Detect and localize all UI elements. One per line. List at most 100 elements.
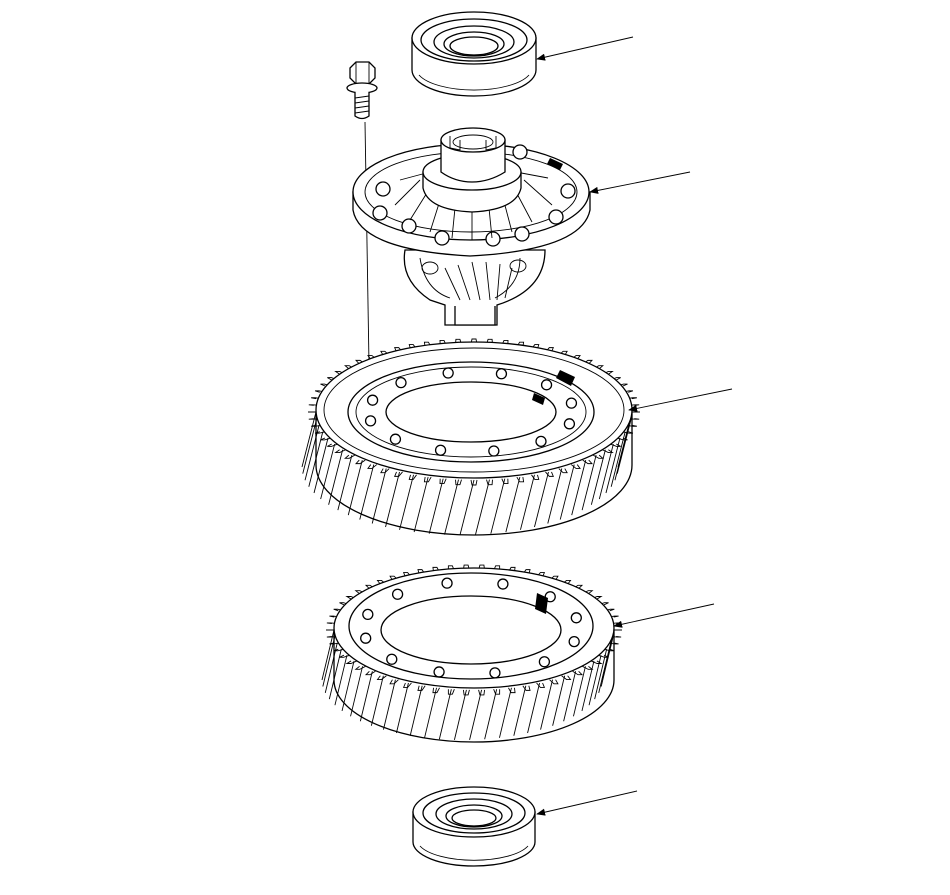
gear-tooth bbox=[370, 675, 384, 726]
gear-tooth bbox=[350, 666, 363, 717]
gear-tooth bbox=[484, 689, 498, 740]
gear-tooth bbox=[334, 655, 348, 706]
gear-tooth-tip bbox=[572, 670, 584, 676]
gear-tooth bbox=[600, 636, 614, 687]
gear-tooth-tip bbox=[334, 449, 346, 454]
gear-tooth bbox=[520, 474, 535, 530]
gear-tooth bbox=[605, 437, 621, 494]
gear-tooth-tip bbox=[380, 468, 390, 474]
gear-tooth bbox=[527, 682, 541, 734]
gear-tooth bbox=[581, 455, 597, 511]
gear-tooth bbox=[328, 449, 344, 505]
gear-tooth bbox=[616, 418, 632, 474]
gear-tooth bbox=[301, 411, 317, 468]
gear-tooth-tip bbox=[320, 437, 332, 441]
gear-tooth-tip bbox=[536, 682, 546, 688]
gear-tooth bbox=[371, 468, 387, 524]
differential-carrier bbox=[352, 127, 591, 326]
gear-tooth bbox=[424, 687, 437, 738]
gear-tooth-tip bbox=[432, 687, 440, 694]
bolt-hole bbox=[362, 608, 374, 621]
gear-tooth-tip bbox=[478, 689, 486, 696]
gear-tooth-tip bbox=[501, 478, 509, 485]
bolt-hole bbox=[360, 632, 372, 644]
bolt-hole bbox=[488, 445, 500, 457]
final-driven-gear bbox=[301, 338, 640, 536]
leader-arrow-lower-bearing bbox=[536, 790, 638, 816]
gear-tooth bbox=[499, 687, 512, 738]
gear-tooth-tip bbox=[394, 471, 403, 477]
gear-tooth-tip bbox=[455, 479, 462, 486]
gear-tooth bbox=[359, 671, 373, 722]
gear-tooth-tip bbox=[590, 660, 603, 664]
bolt-hole bbox=[366, 394, 379, 406]
gear-tooth-tip bbox=[376, 675, 387, 680]
gear-tooth-tip bbox=[439, 478, 447, 485]
gear-tooth bbox=[573, 666, 586, 717]
gear-tooth-tip bbox=[447, 689, 455, 695]
gear-tooth bbox=[337, 455, 353, 511]
gear-tooth-tip bbox=[561, 675, 572, 680]
gear-tooth-tip bbox=[354, 665, 366, 670]
leader-arrow-carrier bbox=[589, 171, 691, 194]
gear-tooth bbox=[610, 431, 626, 487]
gear-tooth bbox=[540, 679, 554, 730]
gear-tooth-tip bbox=[597, 654, 609, 658]
gear-tooth-tip bbox=[582, 665, 594, 670]
gear-tooth-tip bbox=[592, 454, 604, 459]
gear-tooth bbox=[428, 478, 444, 534]
gear-tooth-tip bbox=[570, 464, 581, 469]
gear-tooth bbox=[341, 660, 355, 712]
gear-tooth-tip bbox=[607, 642, 619, 645]
gear-tooth-tip bbox=[603, 648, 615, 652]
gear-tooth bbox=[438, 689, 452, 740]
gear-tooth bbox=[475, 479, 490, 535]
gear-tooth-tip bbox=[355, 459, 366, 465]
gear-tooth bbox=[385, 471, 400, 528]
gear-tooth-tip bbox=[486, 479, 493, 486]
gear-tooth bbox=[444, 479, 459, 535]
bolt-hole bbox=[568, 635, 580, 648]
gear-tooth-tip bbox=[417, 685, 426, 691]
gear-tooth bbox=[324, 642, 338, 694]
gear-tooth-tip bbox=[367, 464, 378, 469]
bolt-hole bbox=[364, 415, 377, 427]
gear-tooth-tip bbox=[402, 682, 412, 688]
gear-tooth-tip bbox=[389, 679, 399, 685]
gear-tooth bbox=[304, 425, 320, 481]
gear-tooth-tip bbox=[508, 687, 516, 694]
gear-tooth-tip bbox=[545, 471, 554, 477]
gear-tooth bbox=[328, 649, 342, 700]
gear-tooth-tip bbox=[327, 443, 338, 447]
gear-tooth bbox=[453, 689, 467, 741]
gear-tooth bbox=[552, 675, 566, 726]
gear-tooth-tip bbox=[493, 689, 501, 695]
gear-tooth bbox=[513, 685, 527, 736]
gear-tooth bbox=[322, 636, 336, 687]
final-driven-gear-lower bbox=[321, 564, 622, 743]
gear-tooth-tip bbox=[549, 679, 559, 685]
leader-arrow-upper-bearing bbox=[536, 36, 634, 61]
flange-bolt bbox=[346, 61, 378, 120]
gear-tooth-tip bbox=[610, 636, 622, 638]
gear-tooth bbox=[571, 459, 587, 516]
gear-tooth bbox=[359, 464, 375, 520]
gear-tooth bbox=[547, 468, 563, 524]
gear-tooth-tip bbox=[326, 636, 338, 638]
gear-tooth bbox=[321, 629, 335, 681]
gear-tooth-tip bbox=[423, 476, 432, 483]
bolt-hole bbox=[391, 588, 404, 600]
bolt-hole bbox=[565, 397, 578, 409]
bolt-hole bbox=[395, 377, 407, 389]
gear-tooth bbox=[399, 474, 414, 530]
gear-tooth-tip bbox=[329, 642, 341, 645]
bolt-hole bbox=[563, 418, 576, 430]
leader-arrow-lower-gear bbox=[613, 603, 715, 628]
gear-tooth-tip bbox=[339, 654, 351, 658]
gear-tooth bbox=[302, 418, 318, 474]
gear-tooth-tip bbox=[625, 424, 637, 427]
lower-bearing bbox=[412, 786, 536, 867]
gear-tooth bbox=[413, 476, 429, 533]
gear-tooth-tip bbox=[345, 660, 358, 664]
